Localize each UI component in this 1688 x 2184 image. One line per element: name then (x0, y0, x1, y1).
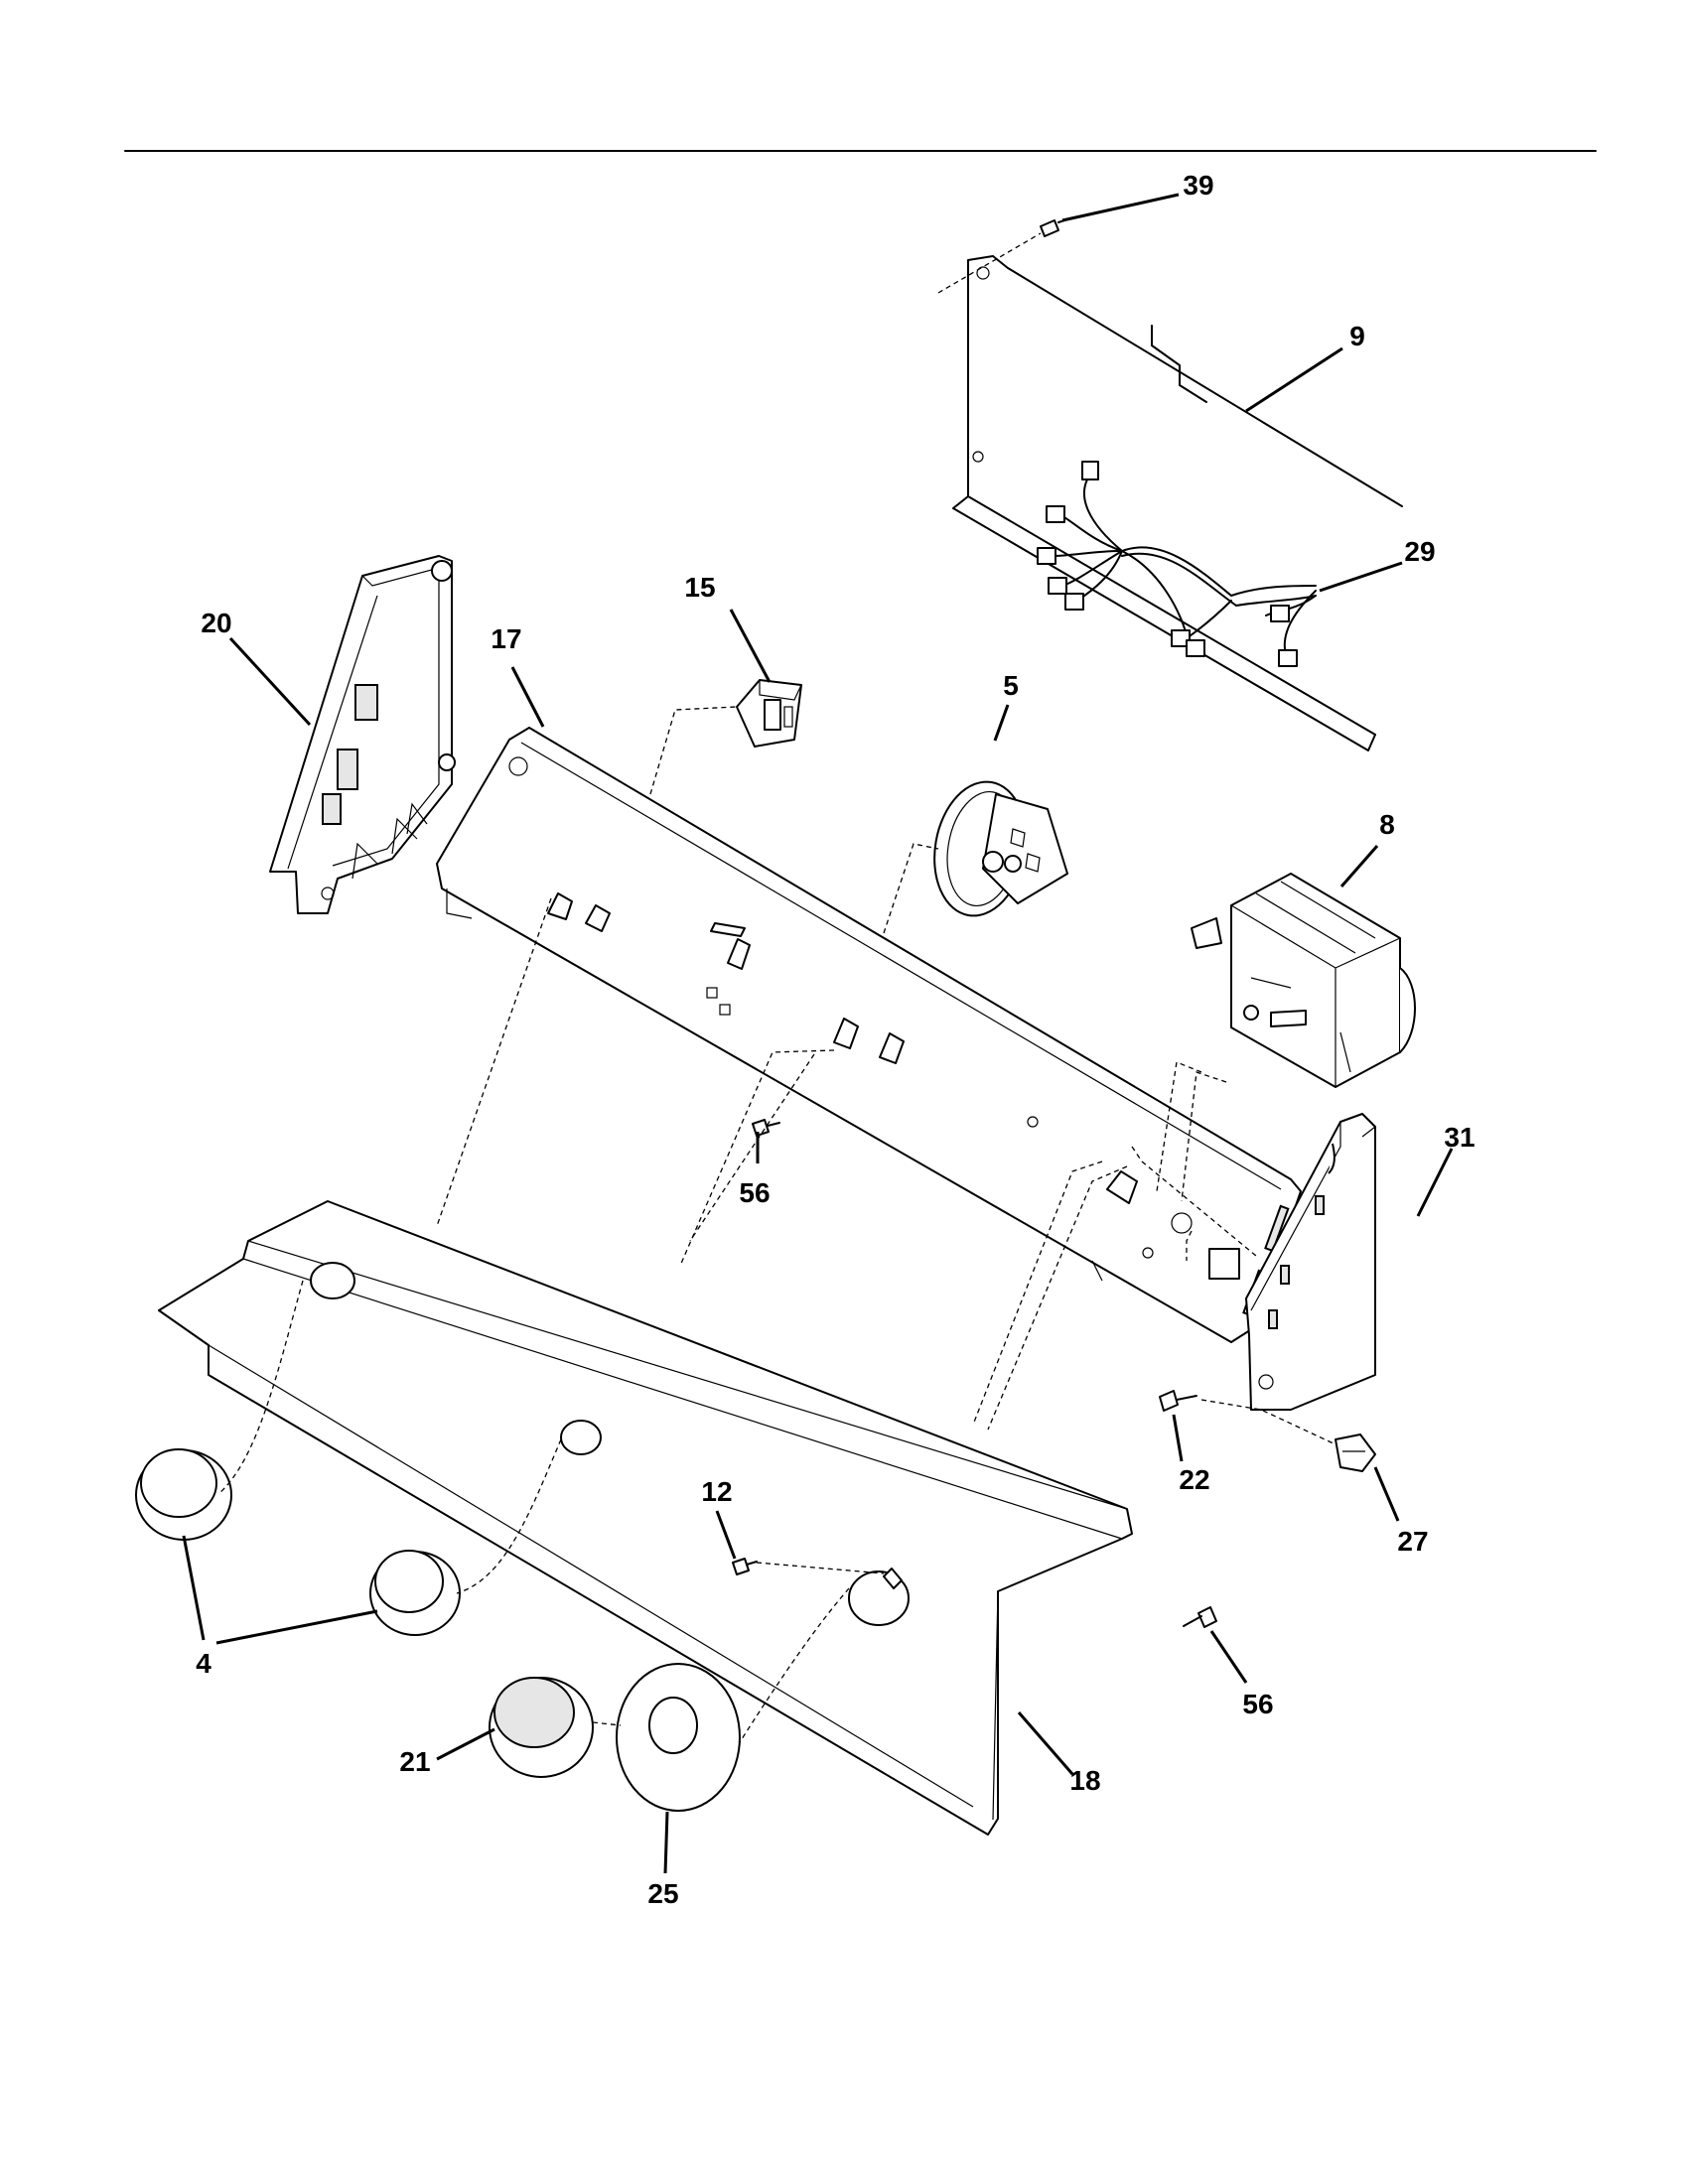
callout-25: 25 (647, 1878, 678, 1909)
callout-56-lower: 56 (1242, 1689, 1273, 1719)
leader-lines (182, 193, 1454, 1874)
callout-labels: 39 9 29 15 20 17 5 8 31 56 22 27 12 4 56… (196, 170, 1475, 1909)
screw-12-part (732, 1558, 758, 1575)
timer-part (1191, 873, 1416, 1088)
clip-27-part (1335, 1433, 1376, 1472)
rotary-switch-part (933, 780, 1068, 917)
assembly-guide-lines (217, 706, 1336, 1743)
callout-15: 15 (684, 572, 715, 603)
knob-21-part (489, 1677, 594, 1778)
screw-22-part (1159, 1390, 1197, 1412)
left-bracket-part (269, 555, 456, 914)
screw-56-lower-part (1183, 1606, 1217, 1628)
right-end-cap-part (1245, 1113, 1376, 1411)
callout-29: 29 (1404, 536, 1435, 567)
callout-18: 18 (1069, 1765, 1100, 1796)
push-knob-center-part (369, 1550, 461, 1636)
callout-12: 12 (701, 1476, 732, 1507)
callout-31: 31 (1444, 1122, 1475, 1153)
callout-21: 21 (399, 1746, 430, 1777)
wire-harness-part (1037, 461, 1317, 667)
front-console-part (158, 1200, 1133, 1836)
callout-17: 17 (491, 623, 521, 654)
callout-39: 39 (1183, 170, 1213, 201)
callout-5: 5 (1003, 670, 1019, 701)
callout-27: 27 (1397, 1526, 1428, 1557)
switch-part (736, 679, 802, 748)
push-knob-left-part (135, 1448, 232, 1541)
callout-4: 4 (196, 1648, 211, 1679)
callout-9: 9 (1349, 321, 1365, 351)
callout-56-upper: 56 (739, 1177, 770, 1208)
callout-20: 20 (201, 608, 231, 638)
dial-skirt-25-part (616, 1663, 741, 1812)
callout-22: 22 (1179, 1464, 1209, 1495)
control-panel-plate-part (436, 727, 1302, 1343)
callout-8: 8 (1379, 809, 1395, 840)
